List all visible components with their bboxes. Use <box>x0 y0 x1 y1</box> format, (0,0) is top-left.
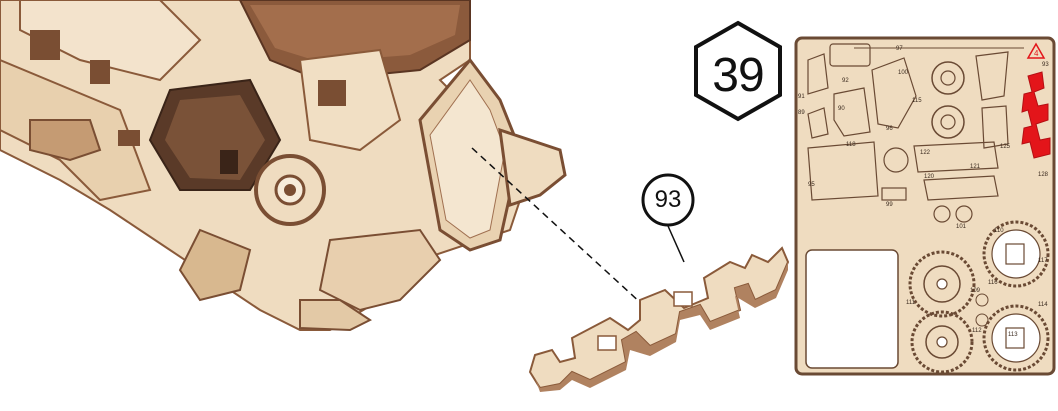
parts-sheet: 4 97 92 91 89 90 100 115 118 96 95 99 12… <box>794 36 1058 378</box>
part-label: 97 <box>896 46 903 52</box>
part-label: 93 <box>1042 62 1049 68</box>
part-label: 114 <box>1038 302 1048 308</box>
part-93-piece <box>530 248 788 392</box>
part-label: 95 <box>808 182 815 188</box>
part-label: 96 <box>886 126 893 132</box>
part-label: 111 <box>906 300 916 306</box>
part-label: 121 <box>970 164 981 170</box>
step-badge: 39 <box>692 20 784 122</box>
part-label: 116 <box>988 280 998 286</box>
callout-leader <box>668 226 684 262</box>
part-label: 117 <box>1038 258 1048 264</box>
part-label: 113 <box>1008 332 1018 338</box>
part-label: 122 <box>920 150 931 156</box>
part-number: 93 <box>640 186 696 214</box>
part-label: 100 <box>898 70 909 76</box>
part-label: 89 <box>798 110 805 116</box>
sheet-label: 4 <box>1034 49 1039 58</box>
step-number: 39 <box>692 48 784 103</box>
part-label: 91 <box>798 94 805 100</box>
part-label: 90 <box>838 106 845 112</box>
part-number-callout: 93 <box>640 172 696 228</box>
part-label: 112 <box>972 328 982 334</box>
part-label: 115 <box>912 98 922 104</box>
mechanism-assembly <box>0 0 565 330</box>
part-label: 109 <box>970 288 981 294</box>
part-label: 99 <box>886 202 893 208</box>
part-label: 92 <box>842 78 849 84</box>
part-label: 128 <box>1038 172 1049 178</box>
part-label: 118 <box>846 142 856 148</box>
part-label: 110 <box>994 228 1004 234</box>
part-label: 125 <box>1000 144 1011 150</box>
part-label: 120 <box>924 174 935 180</box>
part-label: 101 <box>956 224 967 230</box>
parts-sheet-drawing: 4 97 92 91 89 90 100 115 118 96 95 99 12… <box>794 36 1058 378</box>
